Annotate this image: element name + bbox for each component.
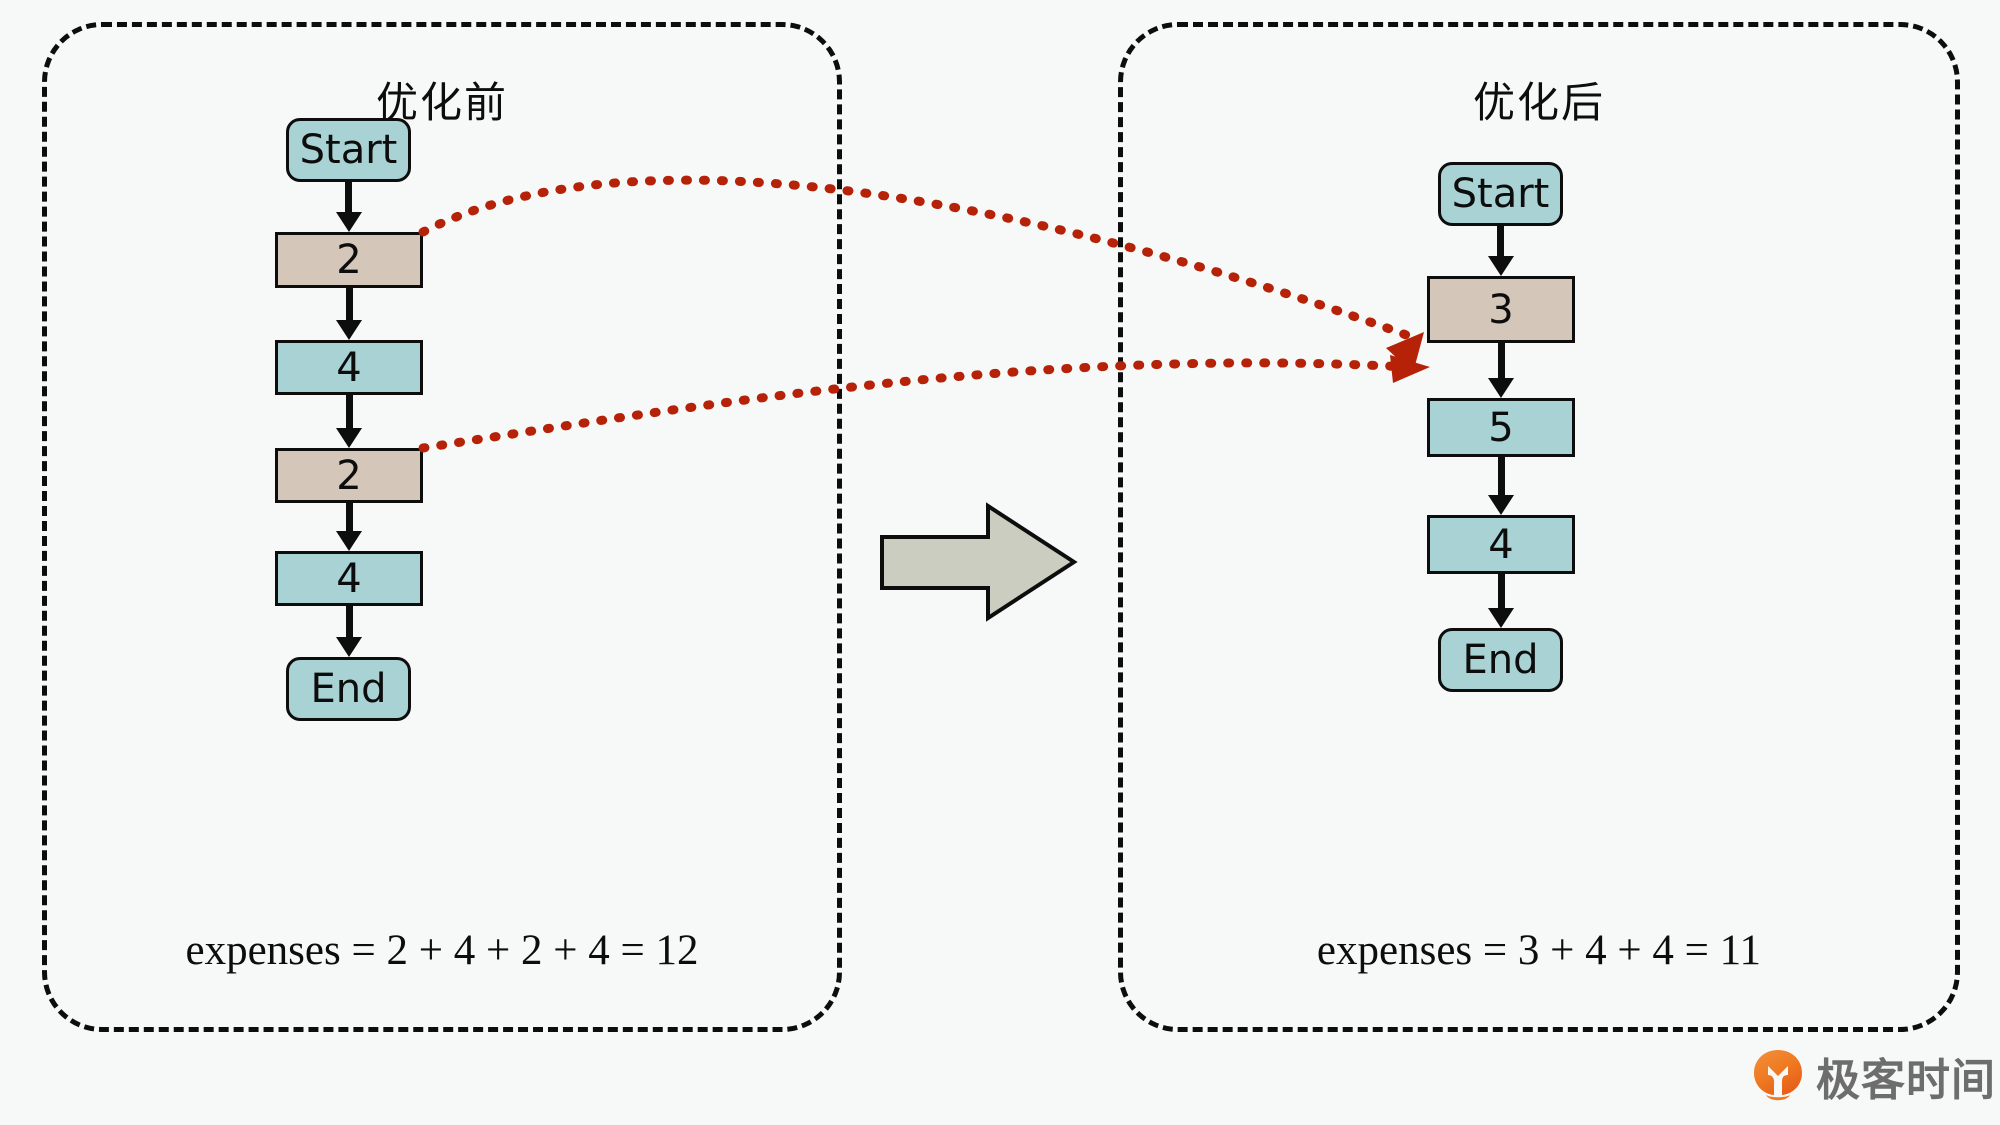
flow-arrow-after-4: [1427, 574, 1575, 628]
flow-arrow-before-2: [275, 288, 423, 340]
panel-after-title: 优化后: [1472, 78, 1605, 127]
flow-arrow-after-3: [1427, 457, 1575, 515]
node-before-start[interactable]: Start: [286, 118, 411, 182]
node-after-p1[interactable]: 3: [1427, 276, 1575, 343]
panel-before-formula: expenses = 2 + 4 + 2 + 4 = 12: [185, 927, 699, 974]
flow-arrow-before-4: [275, 503, 423, 551]
node-after-start[interactable]: Start: [1438, 162, 1563, 226]
geektime-logo-icon: [1752, 1048, 1804, 1104]
node-before-end[interactable]: End: [286, 657, 411, 721]
node-before-p1[interactable]: 2: [275, 232, 423, 288]
panel-after-formula: expenses = 3 + 4 + 4 = 11: [1316, 927, 1762, 974]
flow-arrow-before-3: [275, 395, 423, 448]
node-after-p3[interactable]: 4: [1427, 515, 1575, 574]
panel-after-optimization: 优化后 expenses = 3 + 4 + 4 = 11: [1118, 22, 1960, 1032]
flow-arrow-before-1: [286, 182, 411, 232]
flow-arrow-after-2: [1427, 343, 1575, 398]
flow-arrow-before-5: [275, 606, 423, 657]
node-after-p2[interactable]: 5: [1427, 398, 1575, 457]
watermark: 极客时间: [1752, 1044, 1996, 1108]
watermark-text: 极客时间: [1816, 1055, 1996, 1106]
node-before-p4[interactable]: 4: [275, 551, 423, 606]
node-after-end[interactable]: End: [1438, 628, 1563, 692]
flow-arrow-after-1: [1438, 226, 1563, 276]
panel-before-title: 优化前: [375, 78, 508, 127]
node-before-p2[interactable]: 4: [275, 340, 423, 395]
transform-block-arrow-icon: [878, 500, 1078, 630]
node-before-p3[interactable]: 2: [275, 448, 423, 503]
panel-before-optimization: 优化前 expenses = 2 + 4 + 2 + 4 = 12: [42, 22, 842, 1032]
